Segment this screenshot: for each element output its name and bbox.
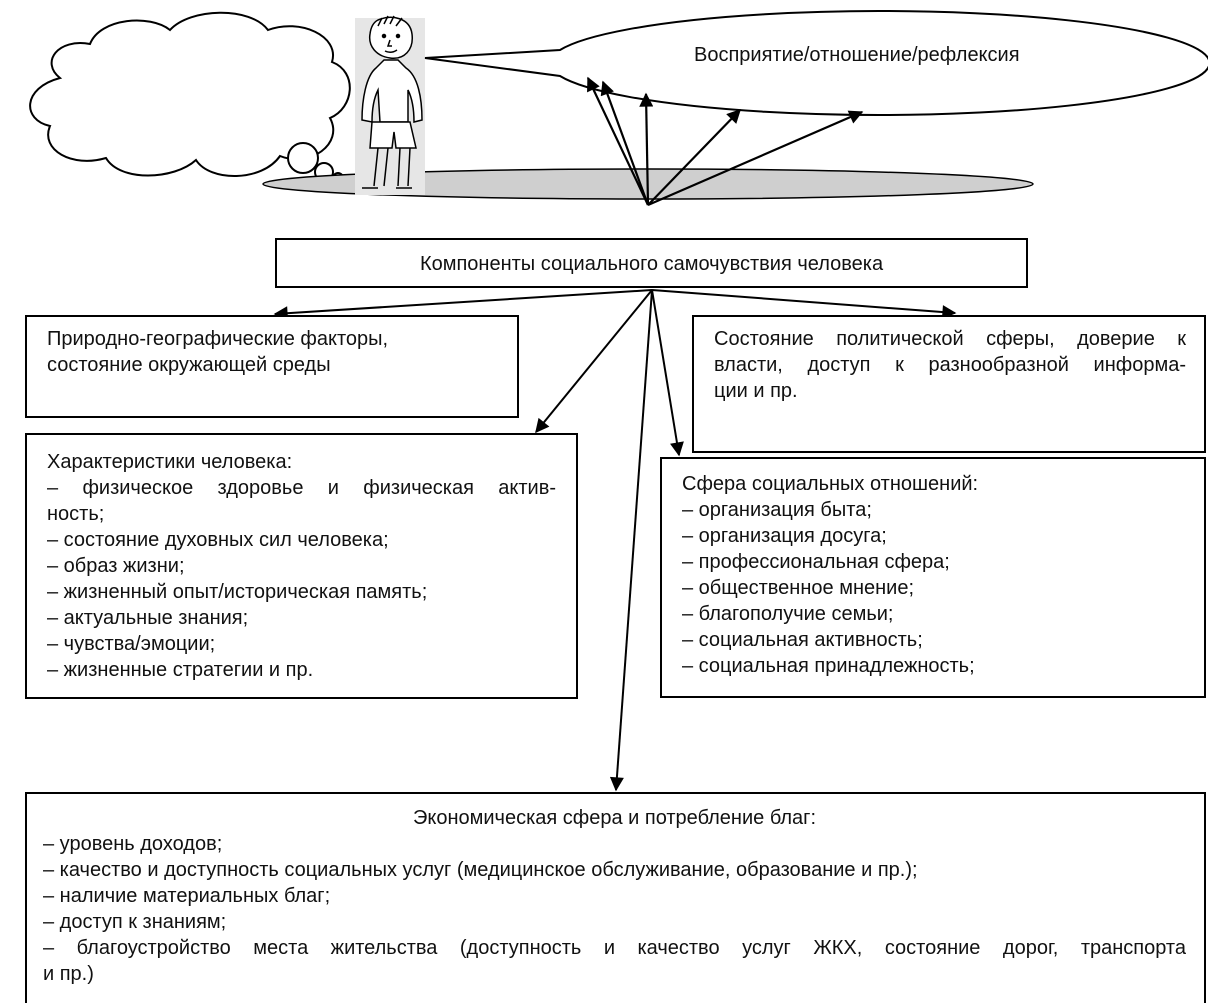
economic-item: – качество и доступность социальных услу… — [43, 859, 918, 881]
human-item: – жизненный опыт/историческая память; — [47, 581, 428, 603]
economic-item: – благоустройство места жительства (дост… — [43, 937, 1186, 959]
thought-cloud — [29, 11, 351, 184]
economic-item: – наличие материальных благ; — [43, 885, 331, 907]
natural-line: Природно-географические факторы, — [47, 328, 389, 350]
component-arrows — [273, 289, 957, 792]
natural-line: состояние окружающей среды — [47, 354, 331, 376]
human-title: Характеристики человека: — [47, 451, 293, 473]
person-figure — [355, 15, 425, 195]
central-box-label: Компоненты социального самочувствия чело… — [419, 253, 884, 275]
social-item: – профессиональная сфера; — [682, 551, 950, 573]
human-characteristics-box: Характеристики человека: – физическое зд… — [25, 433, 578, 699]
human-item: – физическое здоровье и физическая актив… — [47, 477, 556, 499]
human-item: ность; — [47, 503, 105, 525]
economic-item: и пр.) — [43, 963, 94, 985]
human-item: – актуальные знания; — [47, 607, 249, 629]
political-line: Состояние политической сферы, доверие к — [714, 328, 1186, 350]
speech-bubble — [424, 10, 1208, 116]
human-item: – состояние духовных сил человека; — [47, 529, 389, 551]
economic-item: – уровень доходов; — [43, 833, 223, 855]
social-item: – социальная активность; — [682, 629, 923, 651]
political-line: власти, доступ к разнообразной информа- — [714, 354, 1186, 376]
social-item: – организация быта; — [682, 499, 872, 521]
economic-sphere-box: Экономическая сфера и потребление благ: … — [25, 792, 1206, 1003]
social-item: – общественное мнение; — [682, 577, 915, 599]
human-item: – жизненные стратегии и пр. — [47, 659, 314, 681]
political-line: ции и пр. — [714, 380, 798, 402]
social-relations-box: Сфера социальных отношений: – организаци… — [660, 457, 1206, 698]
social-item: – организация досуга; — [682, 525, 887, 547]
political-sphere-box: Состояние политической сферы, доверие к … — [692, 315, 1206, 453]
perception-arrows — [587, 76, 864, 207]
human-item: – образ жизни; — [47, 555, 185, 577]
central-box: Компоненты социального самочувствия чело… — [275, 238, 1028, 288]
social-title: Сфера социальных отношений: — [682, 473, 979, 495]
human-item: – чувства/эмоции; — [47, 633, 216, 655]
social-item: – социальная принадлежность; — [682, 655, 975, 677]
natural-factors-box: Природно-географические факторы, состоян… — [25, 315, 519, 418]
social-item: – благополучие семьи; — [682, 603, 894, 625]
perception-label: Восприятие/отношение/рефлексия — [694, 44, 1020, 66]
economic-item: – доступ к знаниям; — [43, 911, 227, 933]
economic-title: Экономическая сфера и потребление благ: — [412, 807, 817, 829]
